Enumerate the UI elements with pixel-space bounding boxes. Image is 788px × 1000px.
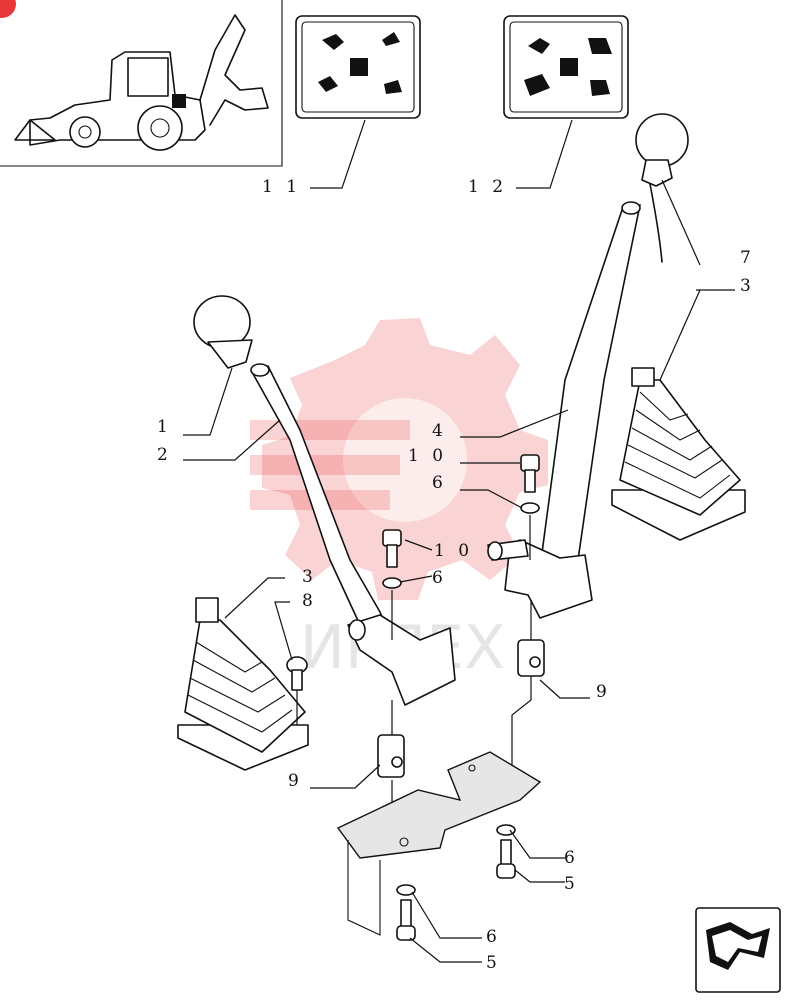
leader-lines — [183, 179, 735, 963]
rubber-boot-right — [611, 367, 746, 541]
callout-10-upper: 1 0 — [408, 446, 447, 466]
callout-1: 1 — [157, 417, 172, 437]
machine-thumbnail — [0, 0, 283, 167]
callout-labels: 1 1 1 2 7 3 1 2 4 1 0 6 1 0 6 3 8 9 9 6 … — [157, 177, 755, 973]
corner-badge-icon — [0, 0, 16, 18]
callout-9-left: 9 — [288, 771, 303, 791]
callout-3-lower: 3 — [302, 567, 317, 587]
callout-2: 2 — [157, 445, 172, 465]
bolt-5-left — [396, 884, 416, 941]
callout-9-right: 9 — [596, 682, 611, 702]
callout-7: 7 — [740, 248, 755, 268]
bolt-10-left — [382, 529, 402, 640]
bolt-10-right — [520, 454, 540, 560]
control-decal-11 — [295, 15, 421, 119]
coupling-9-right — [511, 600, 545, 780]
callout-11: 1 1 — [262, 177, 301, 197]
callout-10-lower: 1 0 — [434, 541, 473, 561]
left-control-lever — [193, 295, 456, 706]
callout-5-right: 5 — [564, 874, 579, 894]
callout-6-left: 6 — [486, 927, 501, 947]
screw-8 — [286, 656, 308, 725]
control-decal-icon — [318, 32, 402, 94]
callout-3-upper: 3 — [740, 276, 755, 296]
rubber-boot-left — [177, 597, 309, 771]
next-page-arrow-icon[interactable] — [695, 907, 781, 993]
callout-6-mid: 6 — [432, 568, 447, 588]
bolt-5-right — [496, 824, 516, 879]
control-decal-12 — [503, 15, 629, 119]
control-decal-icon — [524, 38, 612, 96]
right-control-lever — [487, 113, 689, 619]
callout-6-right: 6 — [564, 848, 579, 868]
callout-4: 4 — [432, 421, 447, 441]
callout-6-upper: 6 — [432, 473, 447, 493]
callout-8: 8 — [302, 591, 317, 611]
backhoe-loader-thumbnail-icon — [14, 14, 269, 151]
callout-12: 1 2 — [468, 177, 507, 197]
callout-5-left: 5 — [486, 953, 501, 973]
mounting-plate — [336, 751, 542, 936]
